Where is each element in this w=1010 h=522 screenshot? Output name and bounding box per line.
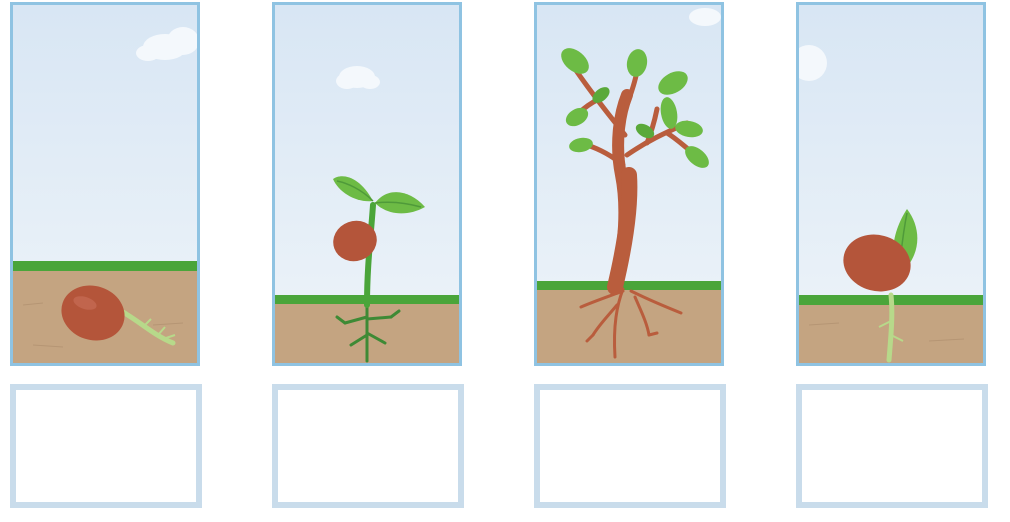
stage-panel-tree xyxy=(534,2,724,366)
root xyxy=(889,295,892,360)
stage-panel-seedling xyxy=(272,2,462,366)
answer-box-3-text xyxy=(540,390,720,502)
soil xyxy=(537,287,721,363)
answer-box-3[interactable] xyxy=(534,384,726,508)
answer-box-4-text xyxy=(802,390,982,502)
answer-box-1-text xyxy=(16,390,196,502)
stage-panel-seed xyxy=(10,2,200,366)
tree-icon xyxy=(537,5,721,363)
answer-box-4[interactable] xyxy=(796,384,988,508)
grass xyxy=(13,261,197,271)
cloud-icon xyxy=(689,8,721,26)
answer-box-2-text xyxy=(278,390,458,502)
sprouting-seed-icon xyxy=(799,5,983,363)
seedling-icon xyxy=(275,5,459,363)
answer-box-1[interactable] xyxy=(10,384,202,508)
grass xyxy=(537,281,721,290)
seed-root-icon xyxy=(13,5,197,363)
answer-box-2[interactable] xyxy=(272,384,464,508)
stage-panel-sprouting xyxy=(796,2,986,366)
